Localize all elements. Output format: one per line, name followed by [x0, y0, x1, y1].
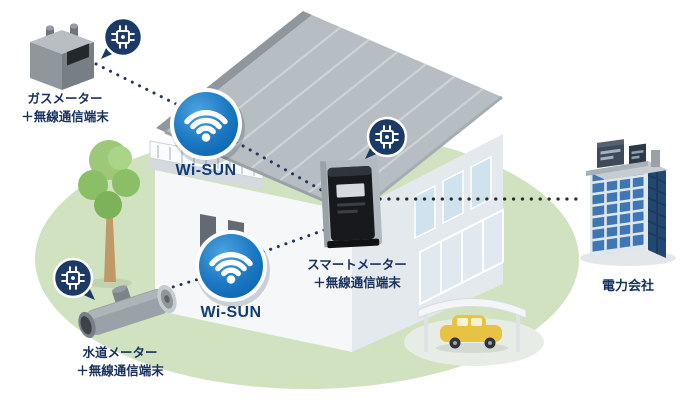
wisun-node-lower — [195, 230, 270, 307]
car-illustration — [440, 315, 502, 349]
water-meter-badge — [52, 257, 95, 300]
carport — [404, 298, 544, 366]
wisun-lower-label: Wi-SUN — [200, 304, 262, 321]
rooftop-equipment — [597, 139, 660, 168]
smart-meter-label: スマートメーター ＋無線通信端末 — [272, 256, 442, 292]
gas-meter-label-line1: ガスメーター — [27, 92, 103, 106]
power-company-label: 電力会社 — [601, 278, 654, 293]
power-company-building — [580, 139, 676, 266]
water-meter-label: 水道メーター ＋無線通信端末 — [50, 344, 190, 380]
wisun-upper-label: Wi-SUN — [175, 162, 237, 179]
water-meter-label-line1: 水道メーター — [82, 346, 158, 360]
gas-meter-badge — [101, 16, 144, 59]
smart-meter-label-line2: ＋無線通信端末 — [313, 276, 401, 291]
gas-meter-device — [30, 23, 94, 90]
water-meter-label-line2: ＋無線通信端末 — [76, 364, 164, 379]
tree-illustration — [78, 140, 140, 288]
smart-meter-device — [319, 158, 383, 249]
water-meter-device — [78, 284, 177, 339]
gas-meter-label-line2: ＋無線通信端末 — [21, 110, 109, 125]
smart-meter-label-line1: スマートメーター — [307, 258, 407, 272]
wisun-node-upper — [170, 88, 245, 165]
smart-meter-badge — [365, 116, 408, 159]
gas-meter-label: ガスメーター ＋無線通信端末 — [0, 90, 130, 126]
connector-gas-to-wisun — [94, 62, 178, 106]
